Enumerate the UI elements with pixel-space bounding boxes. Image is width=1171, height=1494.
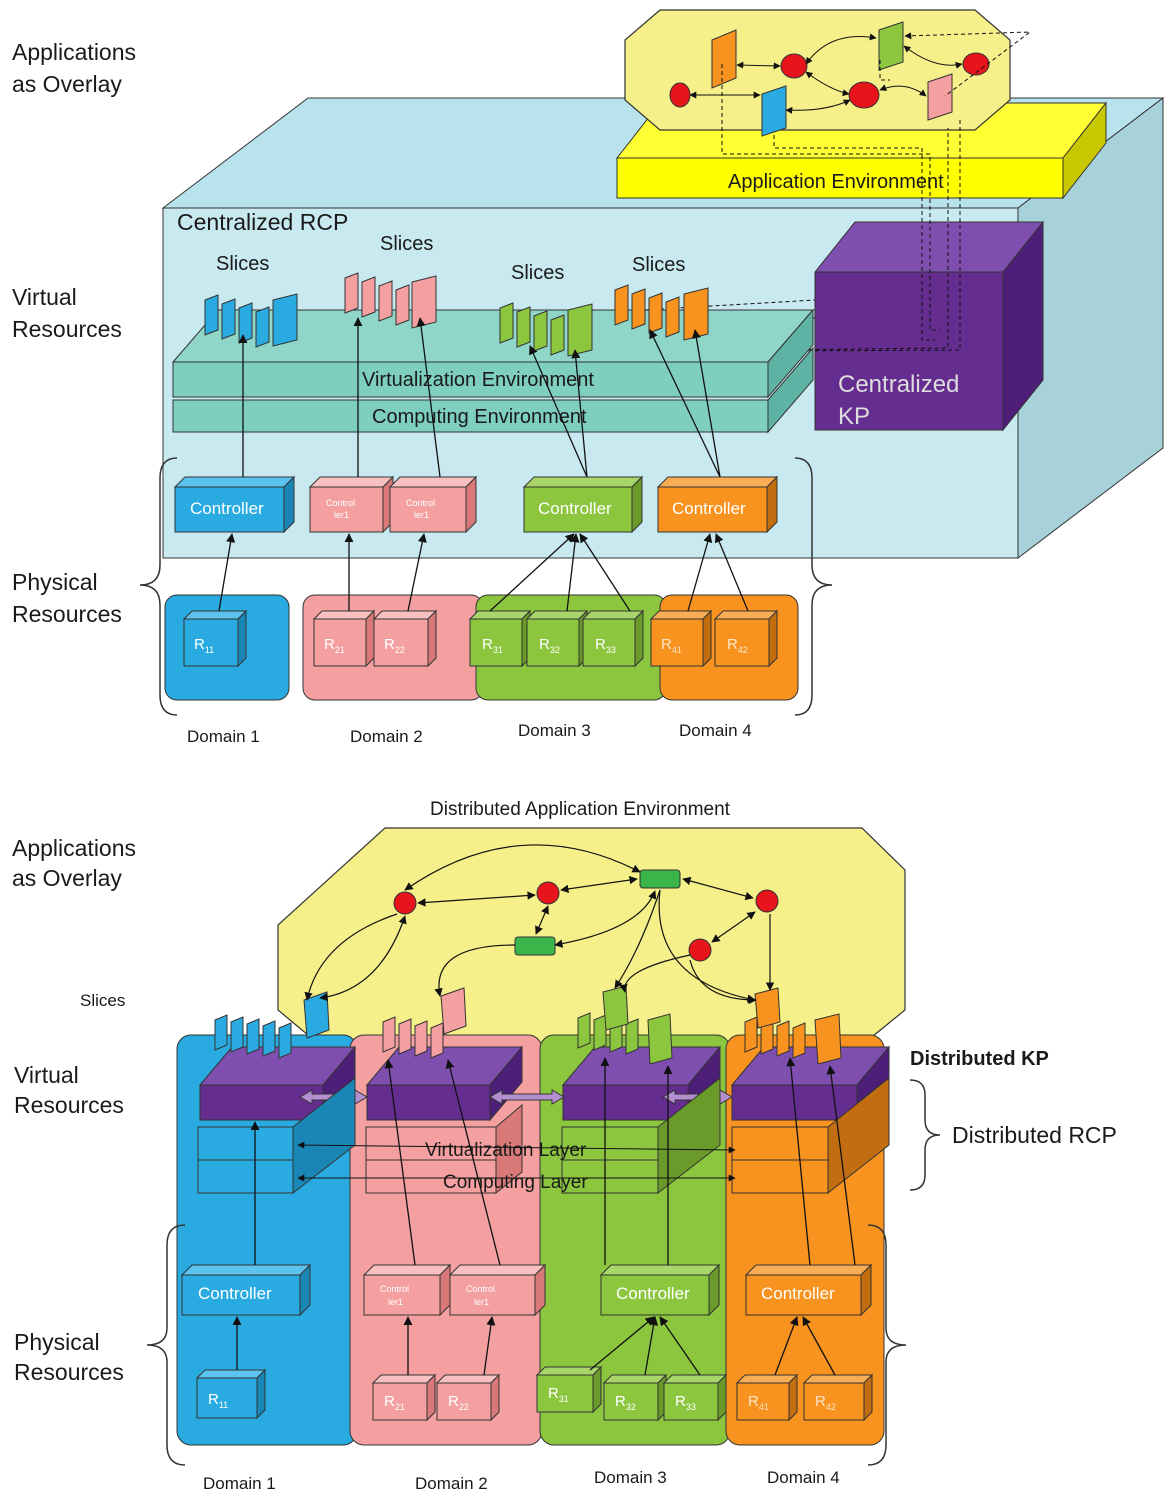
- svg-text:Resources: Resources: [14, 1359, 124, 1385]
- distributed-kp-label: Distributed KP: [910, 1048, 1049, 1070]
- bottom-slices: [214, 985, 842, 1065]
- svg-text:Computing Environment: Computing Environment: [372, 406, 587, 428]
- slices-label-1: Slices: [216, 253, 269, 275]
- svg-text:Virtualization Layer: Virtualization Layer: [425, 1140, 587, 1161]
- svg-text:KP: KP: [838, 403, 870, 430]
- bottom-domain-2: Domain 2: [415, 1474, 488, 1493]
- bottom-resources: R11 R21 R22 R31 R32 R33 R41 R42: [195, 1365, 874, 1422]
- brace-rcp: [909, 1079, 941, 1191]
- bottom-arrows: [232, 1057, 856, 1376]
- distributed-kp-slabs: [198, 1045, 891, 1122]
- svg-text:ler1: ler1: [388, 1297, 403, 1307]
- svg-text:Controller: Controller: [198, 1284, 272, 1303]
- slice-stack-blue: [204, 293, 298, 348]
- svg-text:Controller: Controller: [190, 499, 264, 518]
- svg-text:ler1: ler1: [414, 510, 429, 520]
- slice-stack-green: [499, 302, 593, 357]
- bottom-controller-5: Controller: [744, 1263, 873, 1317]
- bottom-overlay-links: [304, 844, 775, 1005]
- bottom-controller-3: Control ler1: [448, 1263, 547, 1317]
- svg-text:ler1: ler1: [334, 510, 349, 520]
- top-resources: R11 R21 R22 R31 R32 R33 R41 R42: [182, 609, 779, 668]
- brace-left-bottom: [146, 1224, 186, 1466]
- svg-text:Resources: Resources: [14, 1092, 124, 1118]
- label-physical-resources-2: Physical: [14, 1329, 100, 1355]
- overlay-network: [624, 9, 1032, 137]
- top-domain-3: Domain 3: [518, 721, 591, 740]
- svg-text:Resources: Resources: [12, 316, 122, 342]
- top-controller-1: Controller: [173, 475, 296, 534]
- bottom-domain-1: Domain 1: [203, 1474, 276, 1493]
- centralized-rcp-label: Centralized RCP: [177, 209, 348, 235]
- svg-text:Application Environment: Application Environment: [728, 171, 944, 193]
- svg-text:Computing Layer: Computing Layer: [443, 1172, 588, 1193]
- top-domain-2: Domain 2: [350, 727, 423, 746]
- brace-right-top: [794, 457, 833, 716]
- svg-text:ler1: ler1: [474, 1297, 489, 1307]
- label-virtual-resources-2: Virtual: [14, 1062, 79, 1088]
- svg-text:as Overlay: as Overlay: [12, 71, 122, 97]
- top-controller-2: Control ler1: [308, 475, 395, 534]
- svg-text:Centralized: Centralized: [838, 371, 959, 398]
- slice-stack-pink: [344, 272, 437, 329]
- label-physical-resources: Physical: [12, 569, 98, 595]
- distributed-rcp-label: Distributed RCP: [952, 1122, 1117, 1148]
- bottom-slices-label: Slices: [80, 991, 125, 1010]
- svg-text:Controller: Controller: [761, 1284, 835, 1303]
- top-domain-4: Domain 4: [679, 721, 752, 740]
- svg-text:Controller: Controller: [672, 499, 746, 518]
- slices-label-3: Slices: [511, 262, 564, 284]
- slice-stack-orange: [614, 284, 709, 341]
- svg-text:Control: Control: [326, 498, 355, 508]
- top-centralized-diagram: Applications as Overlay Virtual Resource…: [12, 9, 1165, 746]
- svg-text:Virtualization Environment: Virtualization Environment: [362, 369, 594, 391]
- bottom-controller-1: Controller: [180, 1263, 312, 1317]
- svg-text:Control: Control: [380, 1284, 409, 1294]
- brace-left-top: [139, 457, 178, 716]
- label-virtual-resources: Virtual: [12, 284, 77, 310]
- slices-label-4: Slices: [632, 254, 685, 276]
- top-domain-1: Domain 1: [187, 727, 260, 746]
- svg-text:Control: Control: [466, 1284, 495, 1294]
- computing-environment: Computing Environment: [172, 346, 814, 434]
- top-controller-3: Control ler1: [388, 475, 478, 534]
- bottom-controller-4: Controller: [599, 1263, 721, 1317]
- bottom-domain-4: Domain 4: [767, 1468, 840, 1487]
- centralized-kp: Centralized KP: [813, 220, 1045, 432]
- top-controller-4: Controller: [522, 475, 644, 534]
- svg-text:Controller: Controller: [616, 1284, 690, 1303]
- distributed-layers: Virtualization Layer Computing Layer: [197, 1076, 890, 1195]
- svg-text:Controller: Controller: [538, 499, 612, 518]
- bottom-domain-3: Domain 3: [594, 1468, 667, 1487]
- svg-text:Resources: Resources: [12, 601, 122, 627]
- svg-text:Control: Control: [406, 498, 435, 508]
- svg-text:as Overlay: as Overlay: [12, 865, 122, 891]
- distributed-app-env-title: Distributed Application Environment: [430, 799, 731, 820]
- top-arrows: [218, 317, 749, 612]
- top-controller-5: Controller: [656, 475, 779, 534]
- label-applications-overlay: Applications: [12, 39, 136, 65]
- label-applications-overlay-2: Applications: [12, 835, 136, 861]
- brace-right-bottom: [867, 1224, 907, 1466]
- bottom-distributed-diagram: Applications as Overlay Slices Virtual R…: [12, 799, 1117, 1493]
- slices-label-2: Slices: [380, 233, 433, 255]
- bottom-controller-2: Control ler1: [362, 1263, 452, 1317]
